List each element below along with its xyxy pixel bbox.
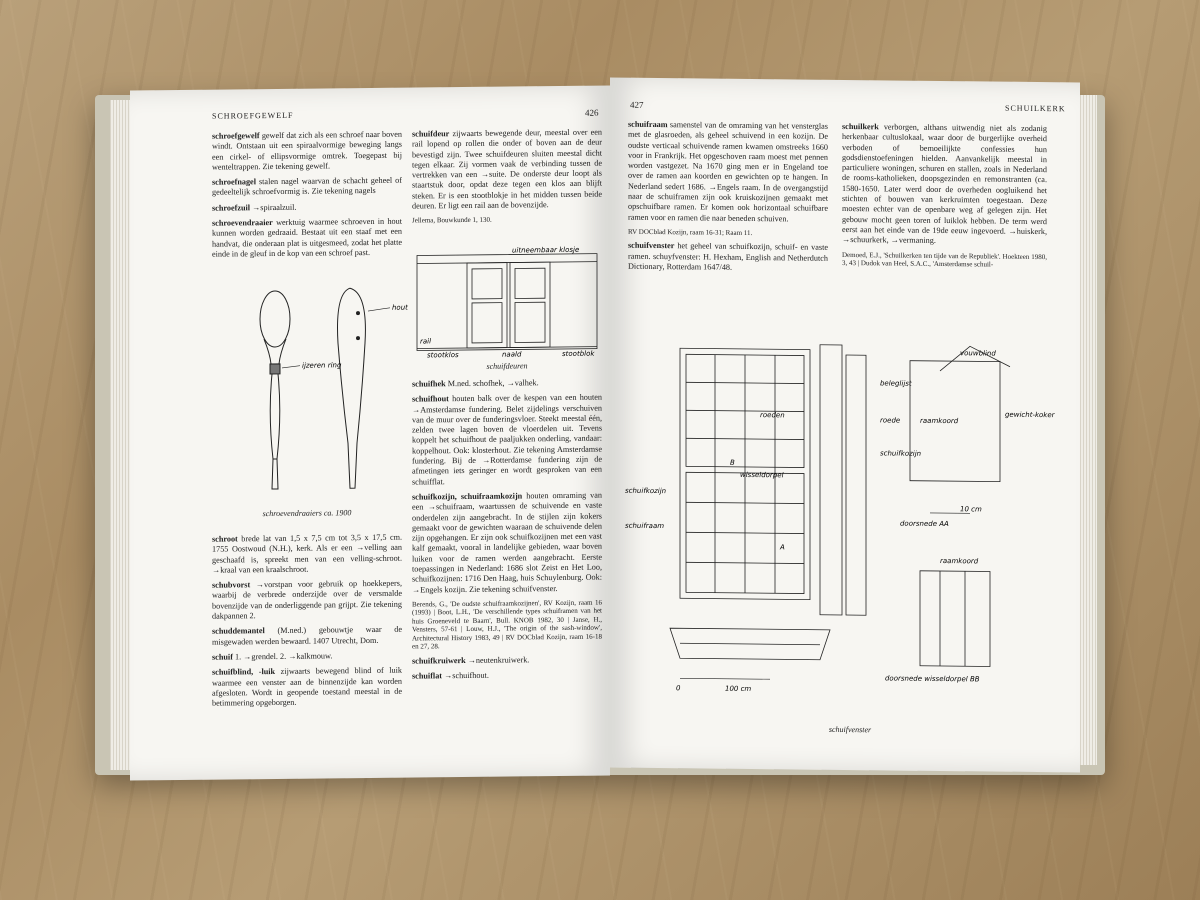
definition: houten omraming van een →schuifraam, waa…	[412, 490, 603, 595]
definition: →spiraalzuil.	[250, 202, 297, 213]
running-head-left: SCHROEFGEWELF	[212, 110, 294, 121]
headword: schuifvenster	[628, 241, 675, 251]
dictionary-entry: schuifraam samenstel van de omraming van…	[628, 120, 828, 225]
screwdriver-illustration: hout ijzeren ring	[259, 287, 408, 490]
page-number-left: 426	[585, 107, 599, 118]
headword: schuifkozijn, schuifraamkozijn	[412, 491, 523, 502]
label-wisseldorpel: wisseldorpel	[740, 471, 784, 479]
dictionary-entry: schroefzuil →spiraalzuil.	[212, 201, 402, 213]
screwdriver-1	[259, 290, 291, 490]
headword: schuifraam	[628, 119, 668, 130]
label-rail: rail	[420, 337, 431, 345]
dictionary-entry: schroevendraaier werktuig waarmee schroe…	[212, 217, 402, 260]
dictionary-entry: schroot brede lat van 1,5 x 7,5 cm tot 3…	[212, 533, 402, 576]
label-vouwblind: vouwblind	[960, 349, 996, 357]
headword: schuifdeur	[412, 129, 450, 139]
left-column-2-lower: schuifhek M.ned. schofhek, →valhek.schui…	[412, 378, 602, 688]
headword: schroefnagel	[212, 177, 256, 187]
definition: 1. →grendel. 2. →kalkmouw.	[232, 651, 333, 662]
headword: schuif	[212, 652, 233, 662]
definition: →neutenkruiwerk.	[465, 655, 530, 665]
label-schuifkozijn-detail: schuifkozijn	[880, 449, 921, 457]
definition: zijwaarts bewegende deur, meestal over e…	[412, 127, 602, 211]
sliding-doors-illustration: uitneembaar klosje rail stootklos naald …	[416, 246, 598, 359]
label-doorsnede-aa: doorsnede AA	[900, 520, 949, 529]
label-stootblok: stootblok	[562, 350, 595, 358]
definition: houten balk over de kespen van een houte…	[412, 392, 602, 487]
label-b: B	[730, 459, 735, 467]
dictionary-entry: schuilkerk verborgen, althans uitwendig …	[842, 122, 1047, 248]
headword: schroefgewelf	[212, 131, 260, 141]
page-number-right: 427	[630, 99, 644, 110]
label-schuifraam: schuifraam	[625, 522, 664, 530]
dictionary-entry: schuifhek M.ned. schofhek, →valhek.	[412, 378, 602, 390]
headword: schubvorst	[212, 580, 251, 590]
headword: schuiflat	[412, 671, 443, 681]
dictionary-entry: schroefnagel stalen nagel waarvan de sch…	[212, 176, 402, 199]
left-column-1: schroefgewelf gewelf dat zich als een sc…	[212, 130, 402, 265]
right-column-2: schuilkerk verborgen, althans uitwendig …	[842, 122, 1047, 275]
fig-caption-schuifdeuren: schuifdeuren	[486, 361, 528, 371]
label-raamkoord-2: raamkoord	[940, 557, 979, 565]
dictionary-entry: schuifblind, -luik zijwaarts bewegend bl…	[212, 666, 402, 709]
right-page-edges	[1075, 95, 1097, 765]
entry-source: RV DOCblad Kozijn, raam 16-31; Raam 11.	[628, 227, 753, 237]
dictionary-entry: schuif 1. →grendel. 2. →kalkmouw.	[212, 651, 402, 663]
label-doorsnede-bb: doorsnede wisseldorpel BB	[885, 674, 980, 683]
label-scale-100cm: 100 cm	[725, 685, 751, 693]
dictionary-entry: schuiflat →schuifhout.	[412, 670, 602, 682]
label-beleglijst: beleglijst	[880, 379, 912, 387]
definition: M.ned. schofhek, →valhek.	[445, 378, 539, 389]
label-scale-zero: 0	[676, 684, 681, 692]
label-stootklos: stootklos	[427, 351, 459, 359]
fig-caption-schuifvenster: schuifvenster	[828, 724, 872, 735]
label-raamkoord: raamkoord	[920, 417, 959, 425]
dictionary-entry: schroefgewelf gewelf dat zich als een sc…	[212, 130, 402, 173]
entry-source: Jellema, Bouwkunde 1, 130.	[412, 216, 492, 225]
headword: schroot	[212, 534, 238, 544]
window-panes-grid	[686, 354, 804, 594]
headword: schuifblind, -luik	[212, 667, 276, 677]
label-10cm: 10 cm	[960, 505, 982, 513]
right-page: 427 SCHUILKERK schuifraam samenstel van …	[610, 77, 1080, 773]
dictionary-entry: schuifhout houten balk over de kespen va…	[412, 393, 602, 488]
label-naald: naald	[502, 350, 522, 358]
headword: schroefzuil	[212, 203, 251, 213]
label-hout: hout	[392, 304, 408, 312]
dictionary-entry: schuifvenster het geheel van schuifkozij…	[628, 241, 828, 274]
label-ijzeren-ring: ijzeren ring	[302, 361, 342, 369]
running-head-right: SCHUILKERK	[1005, 103, 1066, 114]
definition: →schuifhout.	[442, 670, 489, 681]
label-uitneembaar-klosje: uitneembaar klosje	[512, 246, 579, 255]
label-roeden: roeden	[760, 411, 785, 419]
label-a: A	[779, 543, 785, 551]
label-gewicht-koker: gewicht-koker	[1005, 411, 1056, 420]
dictionary-entry: schuifkruiwerk →neutenkruiwerk.	[412, 655, 602, 667]
dictionary-entry: schubvorst →vorstpan voor gebruik op hoe…	[212, 579, 402, 622]
dictionary-entry: schuddemantel (M.ned.) gebouwtje waar de…	[212, 625, 402, 648]
headword: schuddemantel	[212, 626, 265, 637]
label-schuifkozijn: schuifkozijn	[625, 487, 666, 495]
left-page: SCHROEFGEWELF 426 schroefgewelf gewelf d…	[130, 85, 610, 781]
headword: schuifkruiwerk	[412, 655, 466, 666]
left-column-2: schuifdeur zijwaarts bewegende deur, mee…	[412, 128, 602, 231]
entry-source: Demoed, E.J., 'Schuilkerken ten tijde va…	[842, 250, 1047, 269]
fig-caption-schroevendraaiers: schroevendraaiers ca. 1900	[262, 508, 352, 519]
screwdriver-2	[337, 287, 366, 489]
right-column-1: schuifraam samenstel van de omraming van…	[628, 120, 828, 279]
left-column-1-lower: schroot brede lat van 1,5 x 7,5 cm tot 3…	[212, 533, 402, 714]
dictionary-entry: schuifkozijn, schuifraamkozijn houten om…	[412, 491, 602, 596]
headword: schuilkerk	[842, 121, 879, 132]
headword: schuifhout	[412, 394, 449, 404]
left-page-edges	[110, 100, 132, 770]
definition: verborgen, althans uitwendig niet als zo…	[842, 122, 1047, 246]
schuifvenster-illustration: roeden wisseldorpel B A schuifkozijn sch…	[625, 344, 1056, 693]
definition: brede lat van 1,5 x 7,5 cm tot 3,5 x 17,…	[212, 532, 402, 575]
entry-source: Berends, G., 'De oudste schuifraamkozijn…	[412, 598, 602, 651]
definition: samenstel van de omraming van het venste…	[628, 120, 828, 224]
label-roede: roede	[880, 416, 900, 424]
headword: schuifhek	[412, 379, 446, 389]
dictionary-entry: schuifdeur zijwaarts bewegende deur, mee…	[412, 128, 602, 212]
headword: schroevendraaier	[212, 218, 273, 228]
